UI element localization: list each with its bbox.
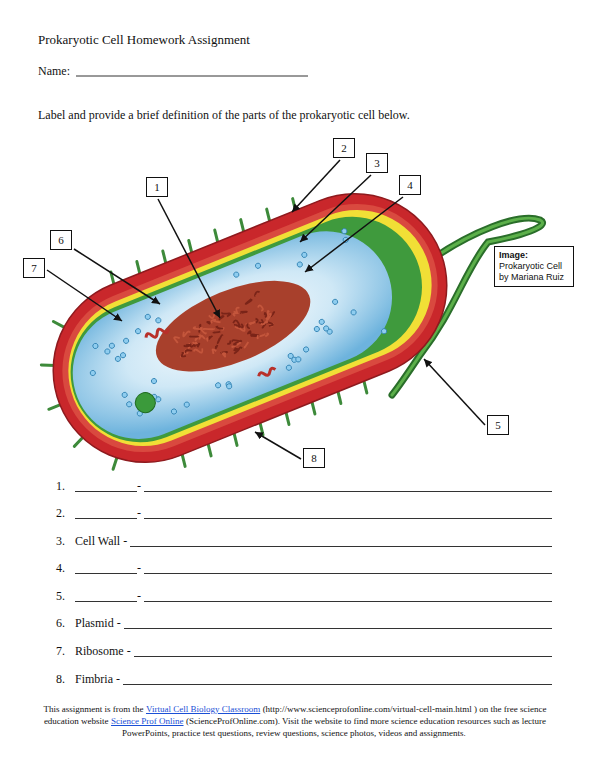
name-line [76,76,308,77]
answer-line: 6. Plasmid - [56,614,552,631]
prokaryotic-cell [10,155,479,506]
part-name: Fimbria - [75,672,120,687]
number-slot: 5. [56,586,75,604]
text-slot: Fimbria - [75,669,120,687]
nucleoid [144,262,323,390]
blank-line [75,572,137,574]
callout-box: 2 [333,138,355,158]
part-name: Plasmid - [75,616,121,631]
footer: This assignment is from theVirtual Cell … [28,703,562,739]
inclusion-body [132,390,158,416]
footer-link: Virtual Cell Biology Classroom [146,704,260,714]
answer-dash: - [137,506,141,521]
callout-number: 5 [488,419,508,432]
answer-dash: - [137,479,141,494]
plasmid [145,326,170,341]
answer-underline [130,545,552,547]
answer-underline [144,600,552,602]
blank-line [75,517,137,519]
leader-arrows [47,160,485,459]
text-slot: Plasmid - [75,613,121,631]
part-name: Cell Wall - [75,534,127,549]
part-name: Ribosome - [75,644,131,659]
answer-line: 3. Cell Wall - [56,532,552,549]
text-slot: Ribosome - [75,641,131,659]
item-number: 8. [56,672,65,687]
number-slot: 2. [56,503,75,521]
callout-box: 7 [23,258,45,278]
callout-number: 7 [24,262,44,275]
plasma-membrane [49,196,443,464]
item-number: 1. [56,479,65,494]
callout-number: 1 [147,181,167,194]
callout-box: 5 [487,415,509,435]
cytoplasm [53,211,412,459]
callout-number: 4 [400,179,420,192]
outer-layer [46,187,455,468]
answer-line: 7. Ribosome - [56,642,552,659]
callout-number: 8 [304,452,324,465]
cell-wall [38,179,462,476]
plasmid [258,367,277,378]
answer-line: 4. - [56,559,552,576]
blank-line [75,600,137,602]
answer-dash: - [137,589,141,604]
answer-line: 5. - [56,587,552,604]
text-slot: Cell Wall - [75,531,127,549]
item-number: 3. [56,534,65,549]
item-number: 4. [56,561,65,576]
item-number: 2. [56,506,65,521]
answer-underline [123,683,552,685]
number-slot: 6. [56,613,75,631]
callout-box: 1 [146,177,168,197]
name-field: Name: [38,64,70,79]
number-slot: 8. [56,669,75,687]
footer-link: Science Prof Online [111,716,183,726]
instructions: Label and provide a brief definition of … [38,108,410,123]
answer-line: 2. - [56,504,552,521]
answer-line: 8. Fimbria - [56,670,552,687]
number-slot: 4. [56,558,75,576]
answer-underline [124,627,552,629]
text-slot: - [137,503,141,521]
text-slot: - [137,586,141,604]
callout-number: 6 [51,234,71,247]
footer-text: (ScienceProfOnline.com). Visit the websi… [122,716,546,738]
item-number: 7. [56,644,65,659]
answer-underline [144,572,552,574]
callout-box: 6 [50,230,72,250]
answer-line: 1. - [56,477,552,494]
capsule [25,166,474,490]
nucleoid-dna [169,289,283,373]
credit-heading: Image: [499,250,569,261]
number-slot: 3. [56,531,75,549]
answer-dash: - [137,561,141,576]
answer-underline [144,490,552,492]
text-slot: - [137,558,141,576]
number-slot: 1. [56,476,75,494]
answer-underline [134,655,552,657]
page-title: Prokaryotic Cell Homework Assignment [38,32,250,48]
callout-number: 2 [334,142,354,155]
credit-text: Prokaryotic Cell by Mariana Ruiz [499,261,569,283]
callout-box: 3 [366,153,388,173]
footer-text: This assignment is from the [44,704,144,714]
number-slot: 7. [56,641,75,659]
ribosomes [75,228,388,442]
callout-number: 3 [367,157,387,170]
image-credit-box: Image:Prokaryotic Cell by Mariana Ruiz [494,246,574,287]
item-number: 6. [56,616,65,631]
callout-box: 4 [399,175,421,195]
answer-underline [144,517,552,519]
blank-line [75,490,137,492]
item-number: 5. [56,589,65,604]
callout-box: 8 [303,448,325,468]
text-slot: - [137,476,141,494]
